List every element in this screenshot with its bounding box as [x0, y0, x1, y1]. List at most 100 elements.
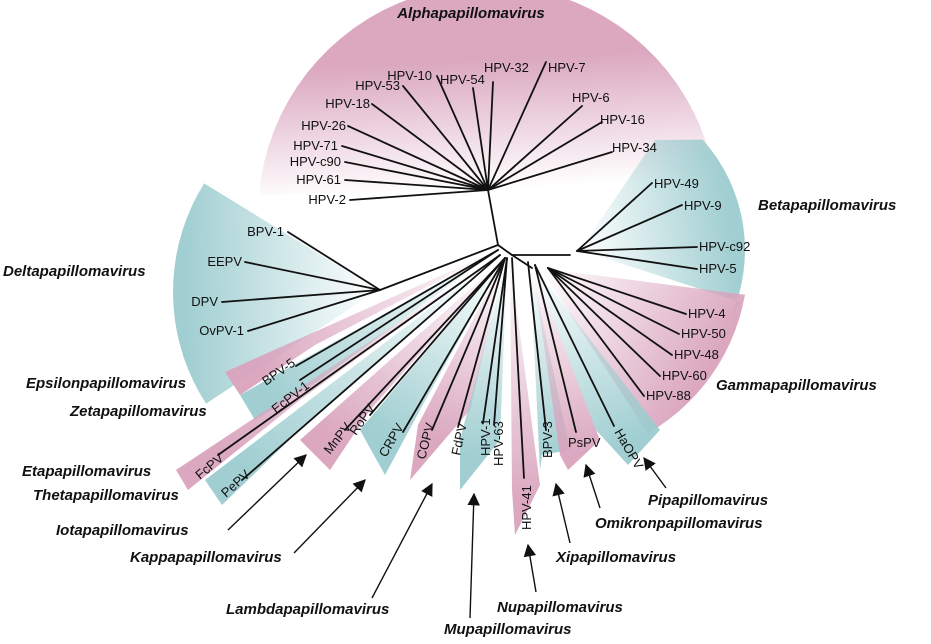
iota-pointer-arrow: [227, 454, 307, 531]
leaf-branch: [487, 105, 583, 191]
leaf-branch: [576, 182, 653, 252]
leaf-label: HPV-34: [612, 140, 657, 155]
leaf-label: HPV-4: [688, 306, 726, 321]
leaf-branch: [472, 87, 489, 191]
leaf-branch: [402, 85, 489, 191]
leaf-label: HPV-63: [491, 421, 506, 466]
leaf-label: HPV-54: [440, 72, 485, 87]
kappa-shading: [360, 258, 505, 475]
kappa-genus-label: Kappapapillomavirus: [130, 549, 282, 566]
kappa-pointer-arrow: [293, 479, 366, 554]
leaf-branch: [369, 257, 506, 416]
leaf-branch: [547, 267, 687, 315]
nu-pointer-arrow: [523, 543, 537, 593]
leaf-label: HPV-50: [681, 326, 726, 341]
leaf-label: HPV-18: [325, 96, 370, 111]
leaf-branch: [534, 264, 577, 433]
leaf-branch: [295, 249, 499, 367]
leaf-branch: [402, 257, 506, 433]
eta-shading: [176, 255, 500, 490]
beta-genus-label: Betapapillomavirus: [758, 197, 896, 214]
epsilon-shading: [225, 250, 498, 395]
leaf-branch: [247, 289, 381, 332]
leaf-branch: [344, 161, 489, 191]
leaf-branch: [371, 103, 489, 191]
delta-genus-label: Deltapapillomavirus: [3, 263, 146, 280]
leaf-branch: [487, 121, 603, 191]
leaf-label: HPV-26: [301, 118, 346, 133]
leaf-label: HPV-10: [387, 68, 432, 83]
omikron-genus-label: Omikronpapillomavirus: [595, 515, 763, 532]
leaf-label: HPV-2: [308, 192, 346, 207]
leaf-branch: [344, 257, 506, 431]
leaf-branch: [534, 264, 615, 427]
eta-genus-label: Etapapillomavirus: [22, 463, 151, 480]
xi-genus-label: Xipapillomavirus: [555, 549, 676, 566]
leaf-branch: [241, 254, 501, 481]
leaf-label: HPV-71: [293, 138, 338, 153]
leaf-branch: [431, 257, 506, 431]
delta-stem-branch: [379, 244, 499, 291]
leaf-branch: [576, 204, 683, 252]
leaf-branch: [341, 145, 489, 191]
delta-shading: [173, 183, 378, 404]
nu-shading: [510, 258, 540, 535]
leaf-branch: [217, 254, 501, 456]
leaf-label: HPV-32: [484, 60, 529, 75]
leaf-label: HPV-53: [355, 78, 400, 93]
leaf-label: HPV-16: [600, 112, 645, 127]
leaf-label: HPV-7: [548, 60, 586, 75]
leaf-label: OvPV-1: [199, 323, 244, 338]
lambda-genus-label: Lambdapapillomavirus: [226, 601, 389, 618]
leaf-branch: [487, 151, 613, 191]
leaf-branch: [436, 75, 489, 191]
leaf-label: HPV-c90: [290, 154, 341, 169]
leaf-branch: [511, 257, 525, 479]
theta-genus-label: Thetapapillomavirus: [33, 487, 179, 504]
leaf-label: HPV-5: [699, 261, 737, 276]
leaf-label: HPV-6: [572, 90, 610, 105]
iota-shading: [300, 258, 505, 470]
mu-pointer-arrow: [467, 492, 480, 619]
leaf-label: BPV-3: [540, 421, 555, 458]
leaf-branch: [576, 250, 698, 270]
leaf-branch: [547, 267, 680, 335]
gamma-genus-label: Gammapapillomavirus: [716, 377, 877, 394]
leaf-label: HPV-49: [654, 176, 699, 191]
pi-pointer-arrow: [643, 456, 667, 489]
leaf-label: EEPV: [207, 254, 242, 269]
leaf-branch: [221, 289, 381, 303]
omikron-pointer-arrow: [583, 463, 601, 509]
alpha-genus-label: Alphapapillomavirus: [396, 5, 545, 22]
mu-shading: [460, 258, 507, 490]
alpha-shading: [258, 0, 715, 195]
leaf-branch: [482, 257, 508, 424]
leaf-label: HPV-1: [478, 418, 493, 456]
leaf-branch: [244, 261, 381, 291]
mu-genus-label: Mupapillomavirus: [444, 621, 572, 638]
leaf-branch: [547, 267, 673, 356]
leaf-branch: [493, 257, 508, 426]
leaf-branch: [527, 261, 547, 431]
xi-pointer-arrow: [552, 482, 571, 544]
leaf-branch: [347, 125, 489, 191]
leaf-label: HPV-88: [646, 388, 691, 403]
epsilon-genus-label: Epsilonpapillomavirus: [26, 375, 186, 392]
backbone-branch: [497, 244, 513, 256]
leaf-branch: [349, 189, 489, 201]
leaf-branch: [487, 61, 547, 191]
leaf-label: HPV-41: [519, 485, 534, 530]
leaf-branch: [457, 257, 506, 428]
zeta-genus-label: Zetapapillomavirus: [69, 403, 207, 420]
lambda-pointer-arrow: [371, 482, 433, 599]
backbone-branch: [487, 189, 499, 246]
leaf-branch: [287, 231, 381, 291]
iota-genus-label: Iotapapillomavirus: [56, 522, 189, 539]
leaf-branch: [344, 179, 489, 191]
pi-shading: [532, 264, 660, 465]
leaf-label: HPV-61: [296, 172, 341, 187]
leaf-label: HPV-48: [674, 347, 719, 362]
leaf-label: HPV-9: [684, 198, 722, 213]
